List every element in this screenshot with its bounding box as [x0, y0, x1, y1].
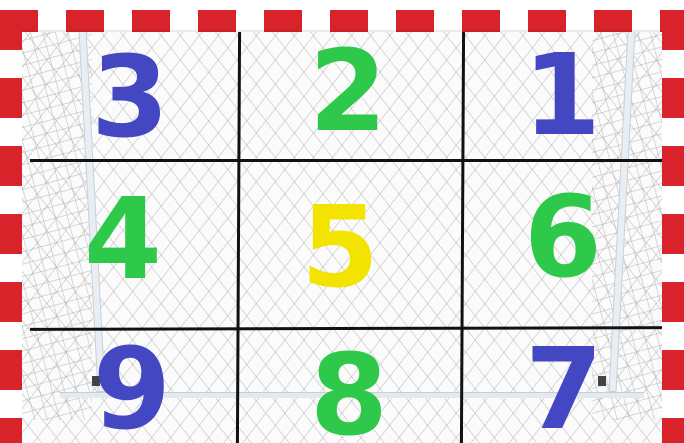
zone-9-number: 9 [82, 334, 182, 443]
zone-7-number: 7 [514, 334, 614, 443]
zone-8-number: 8 [299, 340, 399, 443]
zone-2-number: 2 [298, 36, 398, 148]
zone-4-number: 4 [73, 184, 173, 296]
goal-left-post [0, 10, 22, 443]
zone-1-number: 1 [512, 40, 612, 152]
zone-3-number: 3 [80, 42, 180, 154]
zone-5-number: 5 [290, 192, 390, 304]
zone-6-number: 6 [513, 182, 613, 294]
goal-right-post [662, 10, 684, 443]
